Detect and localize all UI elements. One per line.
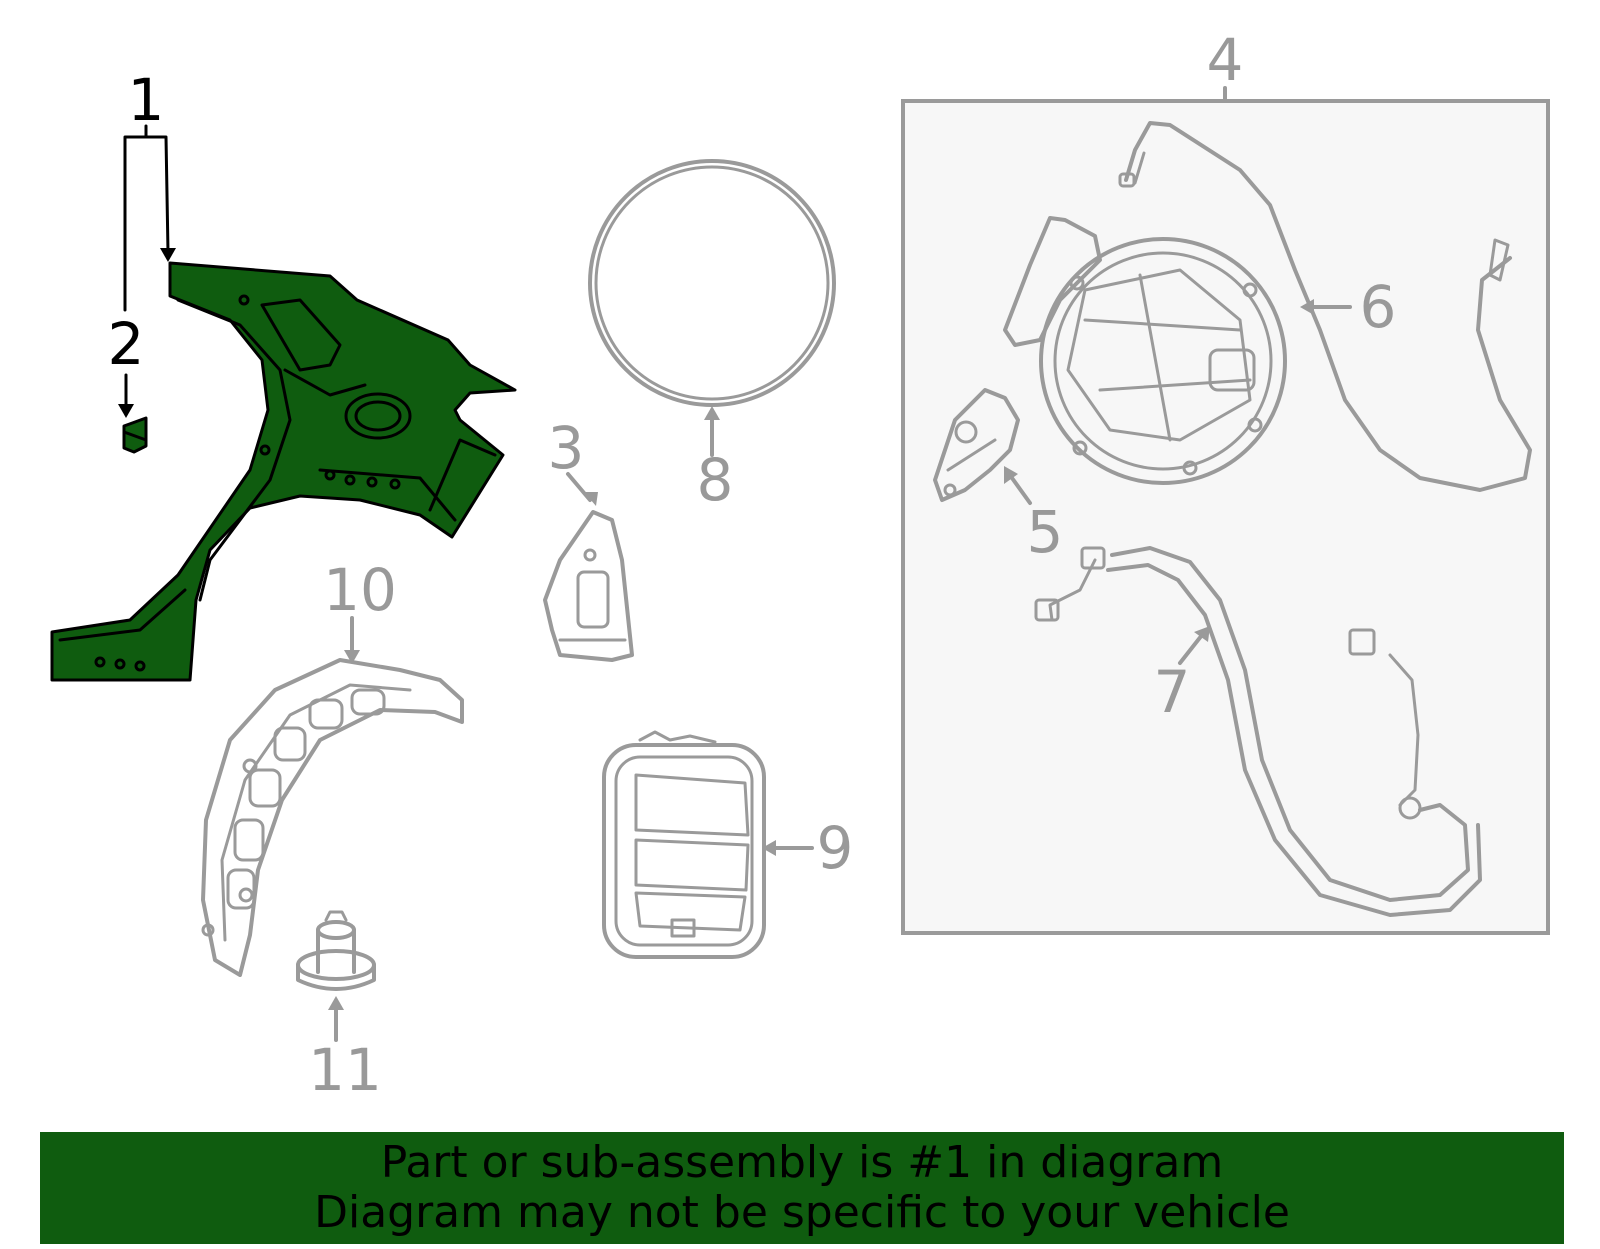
part-11-grommet[interactable]	[296, 910, 376, 991]
leader-7	[1178, 626, 1210, 665]
door-screws	[1069, 275, 1263, 476]
part-8-seal[interactable]	[588, 159, 836, 407]
notice-banner: Part or sub-assembly is #1 in diagram Di…	[40, 1132, 1564, 1244]
liner-ribs	[201, 688, 386, 937]
leader-6	[1300, 299, 1352, 315]
part-4-fuel-door[interactable]	[1003, 216, 1287, 485]
leader-2	[118, 373, 134, 418]
banner-line-2: Diagram may not be specific to your vehi…	[314, 1187, 1290, 1238]
part-2-clip[interactable]	[122, 416, 148, 454]
leader-3	[566, 472, 598, 506]
part-9-housing[interactable]	[602, 730, 766, 959]
part-6-cable[interactable]	[1118, 121, 1532, 492]
callout-8: 8	[697, 446, 734, 514]
callout-11: 11	[308, 1036, 382, 1104]
banner-line-1: Part or sub-assembly is #1 in diagram	[380, 1137, 1224, 1188]
leader-9	[762, 840, 814, 856]
part-10-wheel-liner[interactable]	[201, 658, 464, 977]
callout-9: 9	[817, 814, 854, 882]
callout-4: 4	[1207, 26, 1244, 94]
panel-holes	[94, 294, 401, 672]
leader-10	[344, 616, 360, 664]
part-7-harness[interactable]	[1034, 546, 1482, 917]
part-5-actuator[interactable]	[933, 388, 1020, 502]
assembly-4-box	[901, 86, 1550, 935]
leader-11	[328, 996, 344, 1042]
callout-10: 10	[323, 556, 397, 624]
part-3-bracket[interactable]	[543, 510, 634, 662]
callout-3: 3	[548, 414, 585, 482]
part-1-quarter-panel[interactable]	[50, 261, 517, 682]
callout-5: 5	[1027, 498, 1064, 566]
callout-1: 1	[128, 66, 165, 134]
callout-2: 2	[108, 310, 145, 378]
leader-1	[123, 124, 176, 312]
callout-6: 6	[1360, 273, 1397, 341]
leader-5	[1004, 466, 1032, 505]
leader-8	[704, 406, 720, 457]
callout-7: 7	[1154, 658, 1191, 726]
